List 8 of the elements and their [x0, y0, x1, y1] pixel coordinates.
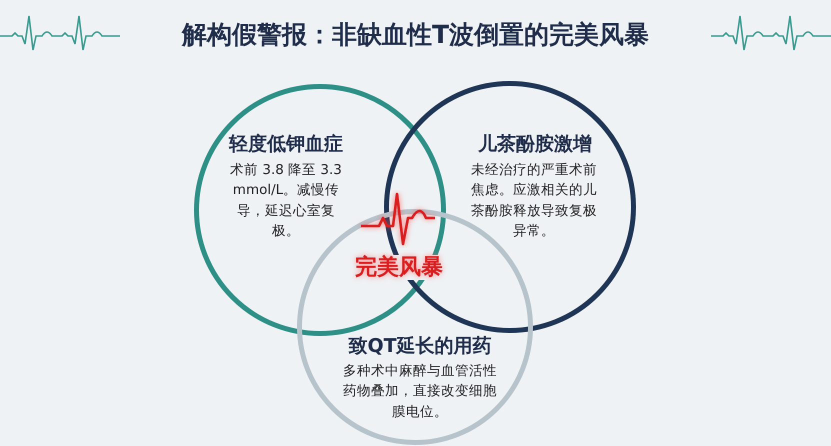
title: 解构假警报：非缺血性T波倒置的完美风暴 — [182, 20, 650, 49]
circle-description: 多种术中麻醉与血管活性药物叠加，直接改变细胞膜电位。 — [342, 362, 498, 422]
circle-heading: 儿茶酚胺激增 — [476, 132, 593, 157]
circle-description: 未经治疗的严重术前焦虑。应激相关的儿茶酚胺释放导致复极异常。 — [471, 161, 597, 241]
circle-heading: 致QT延长的用药 — [347, 334, 493, 359]
circle-heading: 轻度低钾血症 — [228, 132, 344, 157]
circle-description: 术前 3.8 降至 3.3 mmol/L。减慢传导，延迟心室复极。 — [230, 161, 342, 241]
venn-circle — [194, 84, 446, 336]
